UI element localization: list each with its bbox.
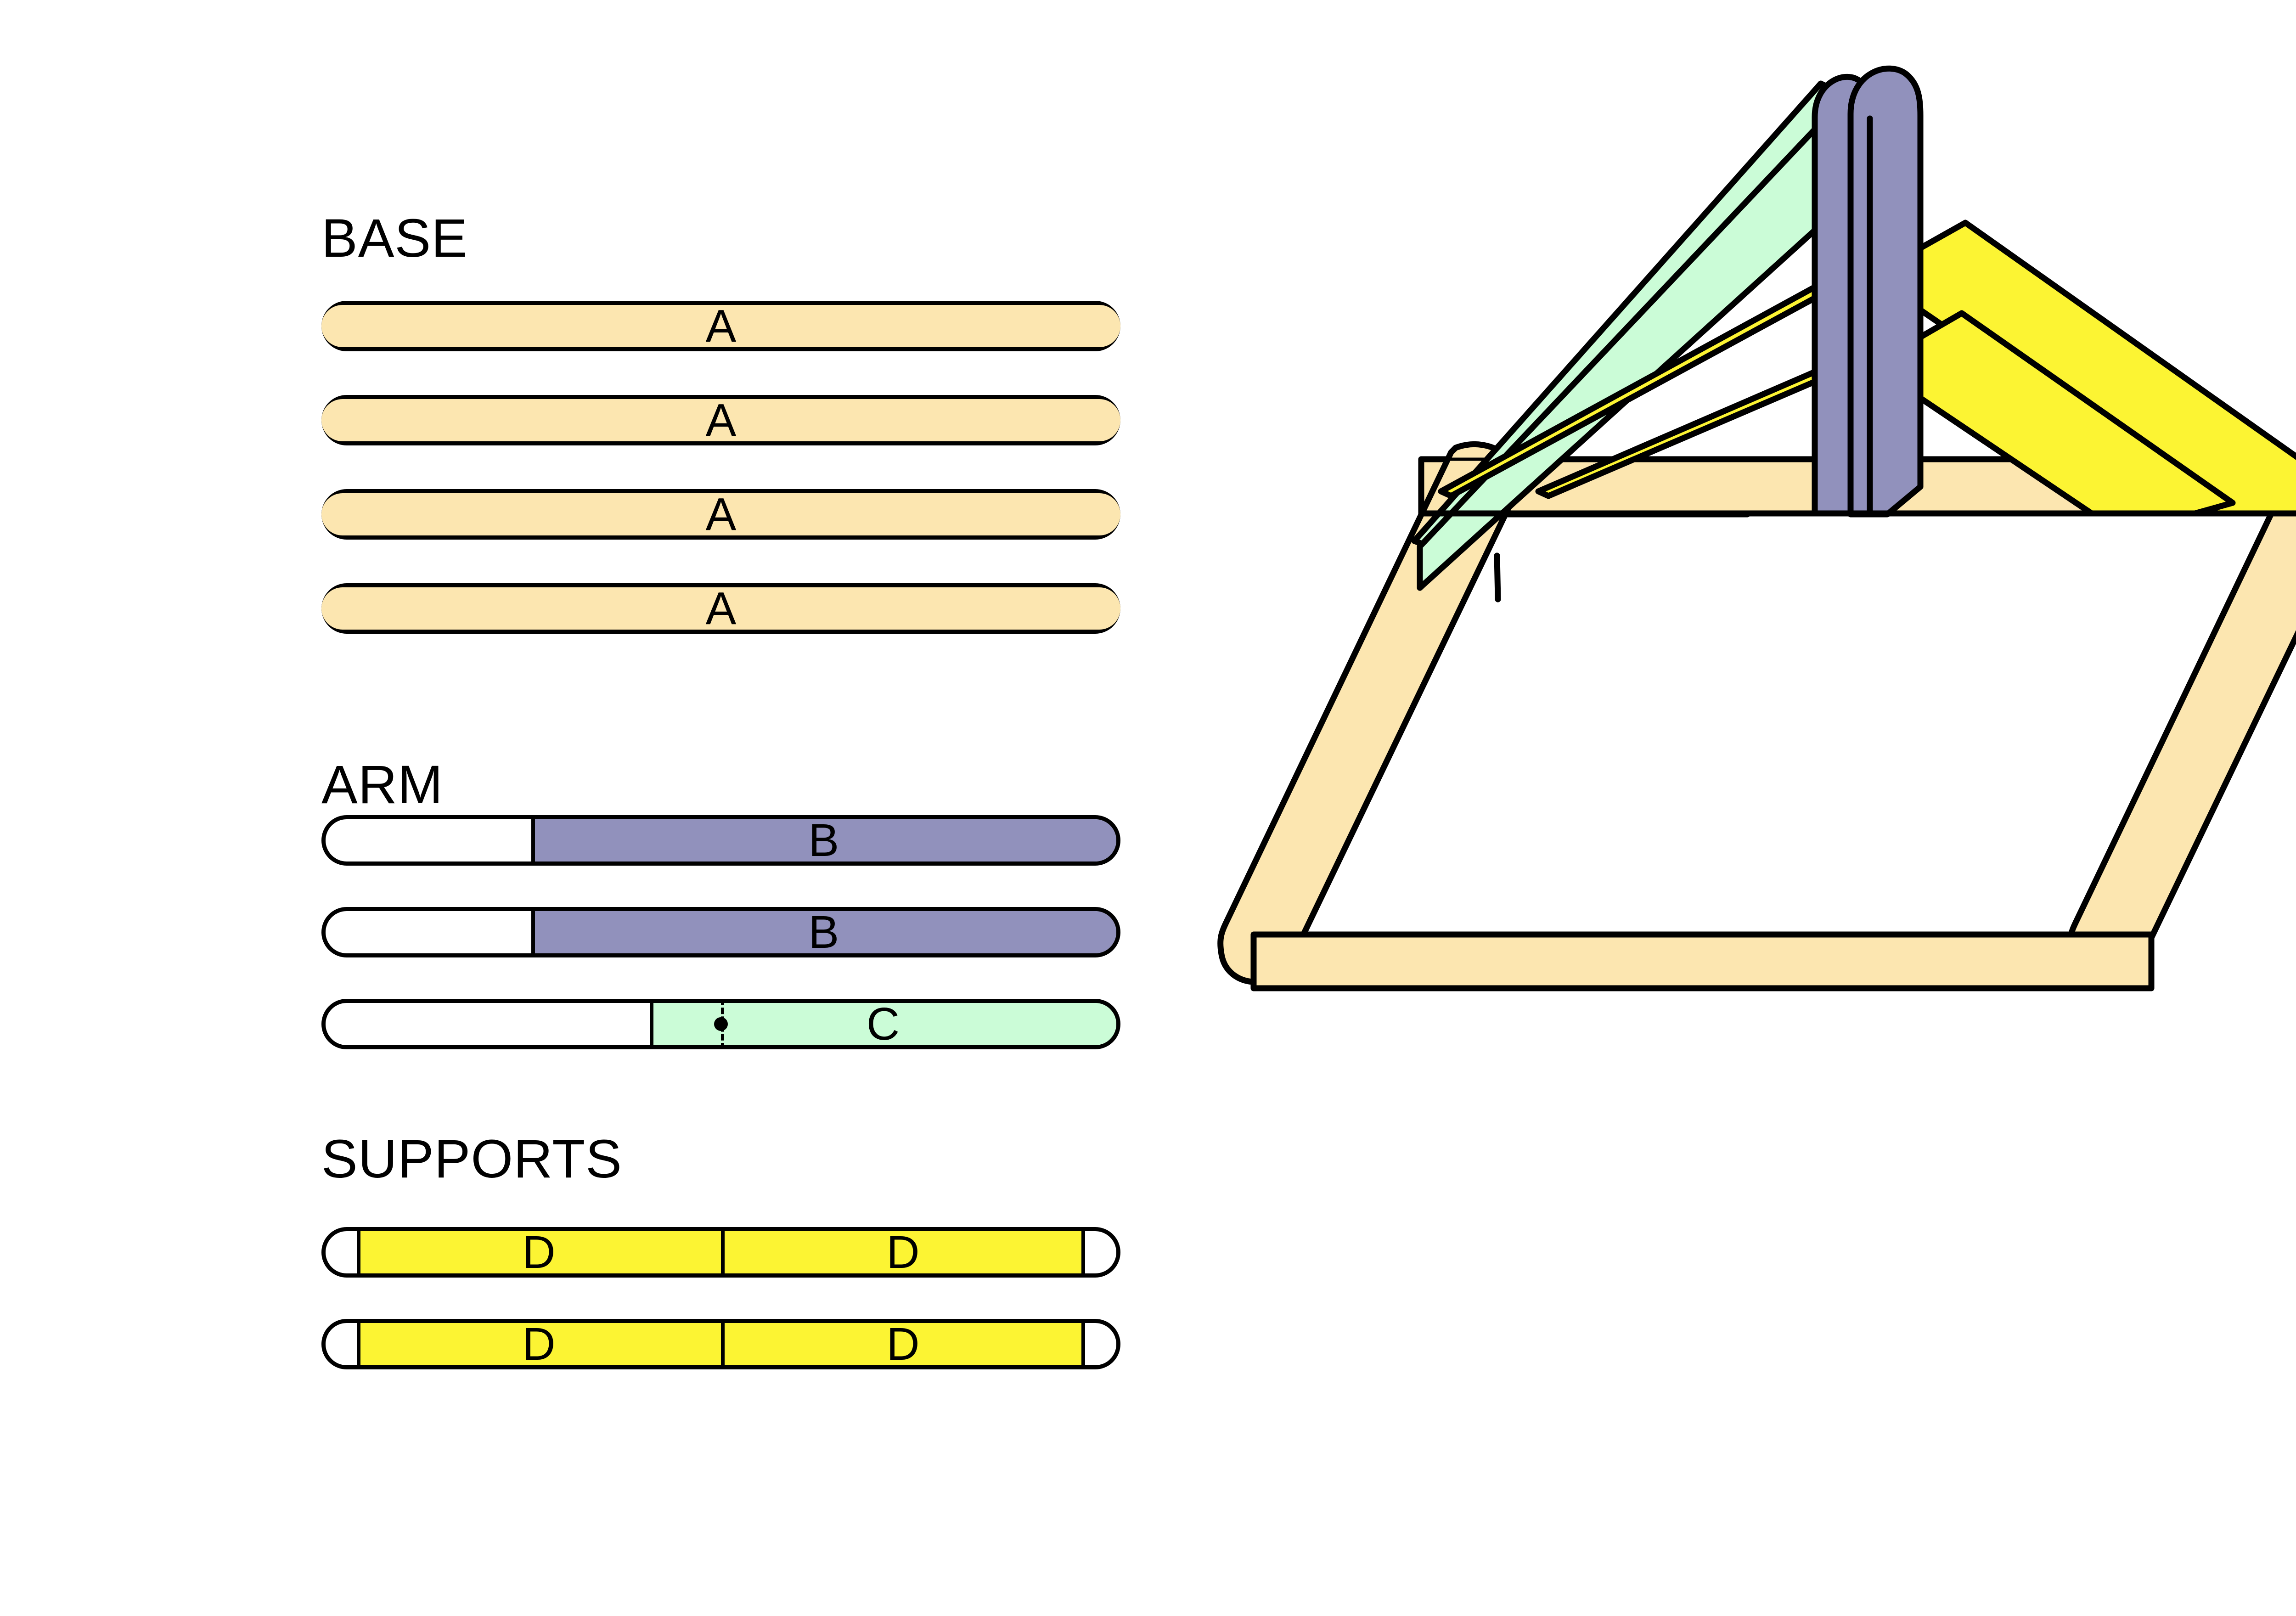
piece-label: D xyxy=(886,1318,920,1370)
legend-piece-support-1[interactable]: D D xyxy=(321,1227,1120,1278)
piece-segment-divider xyxy=(721,1323,725,1365)
arm-alignment-notch-icon xyxy=(1494,552,1501,602)
legend-piece-base-3[interactable]: A xyxy=(321,489,1120,540)
piece-label: B xyxy=(808,907,839,957)
piece-segment-divider xyxy=(531,819,535,861)
assembly-svg: .ln { stroke:#000; stroke-width:13; stro… xyxy=(1217,65,2296,991)
piece-segment-divider xyxy=(721,1231,725,1273)
piece-label: D xyxy=(522,1318,556,1370)
piece-segment-divider xyxy=(531,911,535,953)
piece-label: A xyxy=(705,489,737,540)
legend-piece-arm-3[interactable]: C xyxy=(321,999,1120,1049)
section-title-supports: SUPPORTS xyxy=(321,1129,622,1189)
assembly-illustration: .ln { stroke:#000; stroke-width:13; stro… xyxy=(1194,0,2296,1616)
piece-fill xyxy=(531,819,1116,861)
legend-piece-support-2[interactable]: D D xyxy=(321,1319,1120,1369)
post-stick-purple-near xyxy=(1847,65,1924,518)
piece-label: A xyxy=(705,583,737,634)
piece-fill xyxy=(321,399,1120,441)
piece-label: A xyxy=(705,300,737,352)
piece-label: D xyxy=(522,1227,556,1278)
section-title-arm: ARM xyxy=(321,755,444,815)
piece-fill xyxy=(531,911,1116,953)
legend-piece-base-1[interactable]: A xyxy=(321,301,1120,351)
legend-piece-base-2[interactable]: A xyxy=(321,395,1120,445)
piece-label: B xyxy=(808,815,839,866)
piece-label: A xyxy=(705,394,737,446)
piece-fill xyxy=(321,305,1120,347)
piece-fill xyxy=(321,587,1120,630)
base-stick-right xyxy=(2067,455,2296,985)
parts-legend: BASE A A A A ARM B B xyxy=(321,208,1120,1369)
legend-piece-base-4[interactable]: A xyxy=(321,583,1120,634)
piece-fill xyxy=(321,493,1120,535)
piece-label: C xyxy=(866,999,900,1049)
piece-segment-divider xyxy=(650,1003,654,1045)
piece-label: D xyxy=(886,1227,920,1278)
legend-piece-arm-2[interactable]: B xyxy=(321,907,1120,957)
pivot-point-dot xyxy=(714,1017,728,1031)
legend-piece-arm-1[interactable]: B xyxy=(321,815,1120,866)
base-stick-front xyxy=(1250,931,2155,991)
section-title-base: BASE xyxy=(321,208,468,269)
